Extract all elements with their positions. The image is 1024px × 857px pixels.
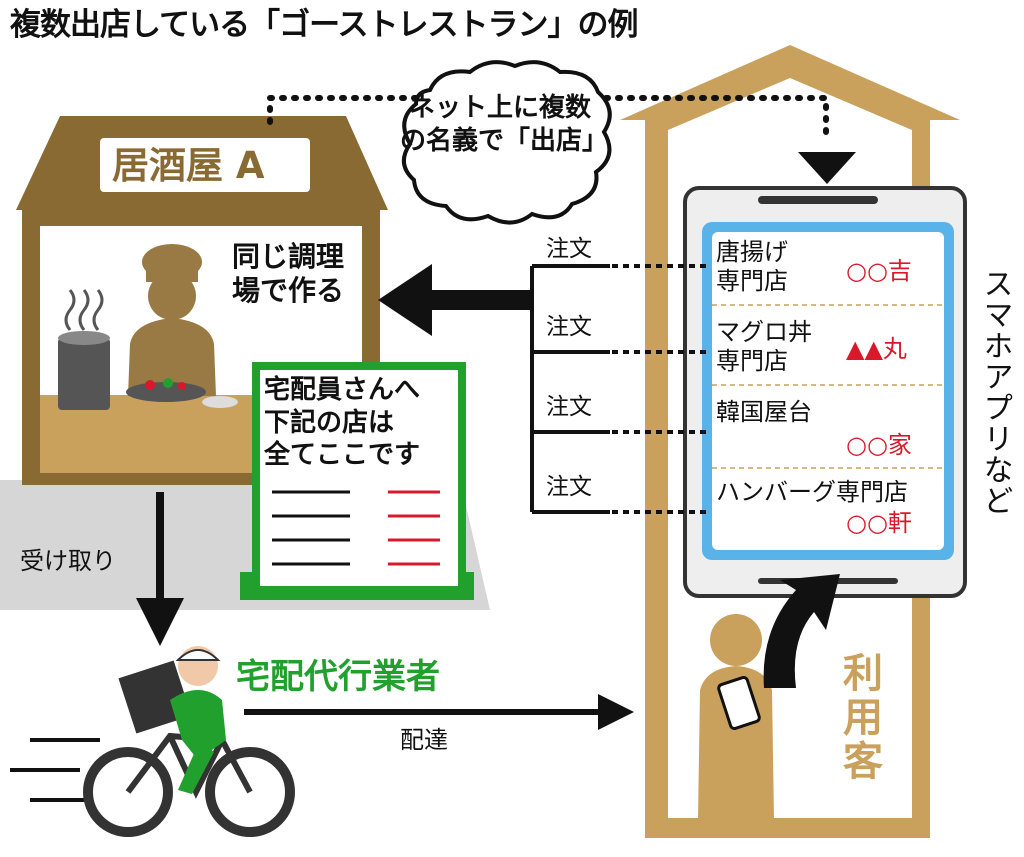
order-arrow-icon <box>378 264 532 336</box>
app-label: スマホアプリなど <box>977 268 1013 516</box>
shop-name-line: 唐揚げ <box>716 238 788 266</box>
shop-name: 韓国屋台 <box>716 398 812 427</box>
delivery-note-text: 宅配員さんへ 下記の店は 全てここです <box>264 374 420 472</box>
person-with-phone-icon <box>698 574 840 820</box>
cloud-label: ネット上に複数の名義で「出店」 <box>400 93 609 156</box>
note-line: 全てここです <box>264 440 421 470</box>
shop-brand: ▲▲丸 <box>846 335 907 363</box>
kitchen-label: 同じ調理場で作る <box>231 240 344 308</box>
delivery-bicycle-icon <box>10 646 295 837</box>
shop-name-line: 専門店 <box>716 346 788 375</box>
arrow-icon <box>798 152 856 184</box>
order-label: 注文 <box>546 474 592 500</box>
order-label: 注文 <box>546 394 592 420</box>
shop-name-line: 専門店 <box>716 266 788 295</box>
delivery-note-board <box>240 362 474 600</box>
shop-brand: ○○軒 <box>846 509 912 537</box>
shop-brand: ○○家 <box>846 431 912 459</box>
shop-name: 唐揚げ 専門店 <box>716 238 788 296</box>
diagram-title: 複数出店している「ゴーストレストラン」の例 <box>10 7 639 43</box>
smartphone-icon <box>683 186 967 598</box>
pickup-label: 受け取り <box>20 547 116 575</box>
restaurant-sign: 居酒屋 A <box>112 144 265 187</box>
speech-cloud-icon <box>402 60 612 225</box>
order-label: 注文 <box>546 236 592 262</box>
delivery-label: 配達 <box>400 726 448 754</box>
customer-label: 利用客 <box>836 652 882 784</box>
note-line: 宅配員さんへ <box>264 375 421 405</box>
curved-arrow-icon <box>763 574 840 688</box>
shop-name-line: ハンバーグ専門店 <box>716 478 908 506</box>
shop-name: ハンバーグ専門店 <box>716 478 908 507</box>
courier-label: 宅配代行業者 <box>236 657 440 697</box>
shop-name-line: 韓国屋台 <box>716 398 812 426</box>
shop-name-line: マグロ丼 <box>716 318 812 346</box>
chef-cooking-icon <box>58 244 238 410</box>
order-lines <box>530 264 706 514</box>
order-label: 注文 <box>546 314 592 340</box>
shop-brand: ○○吉 <box>846 257 912 285</box>
note-line: 下記の店は <box>264 407 395 438</box>
shop-name: マグロ丼 専門店 <box>716 318 812 376</box>
